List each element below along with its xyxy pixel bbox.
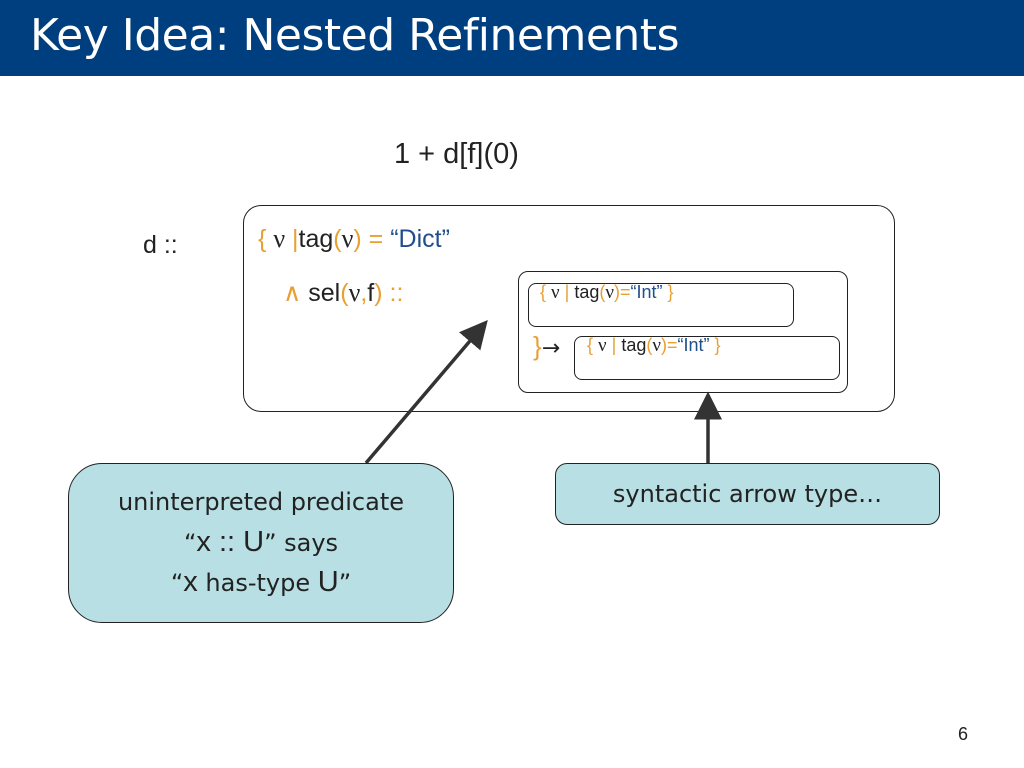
close-quote: ” <box>338 569 352 597</box>
open-quote: “ <box>183 529 197 557</box>
callout-line-1: uninterpreted predicate <box>117 488 405 516</box>
code-x-has-type-u: x :: U <box>196 526 265 558</box>
syntactic-arrow-callout: syntactic arrow type… <box>555 463 940 525</box>
rparen: ) <box>374 279 383 307</box>
nu-symbol: ν <box>551 282 560 303</box>
int-value: “Int” <box>630 282 663 302</box>
left-callout-arrow <box>364 320 488 465</box>
bar-symbol: | <box>292 225 299 253</box>
has-type-colons: :: <box>389 279 404 307</box>
comma: , <box>360 279 368 307</box>
open-brace: { <box>587 335 594 355</box>
says-text: ” says <box>264 529 339 557</box>
input-refinement-box <box>528 283 794 327</box>
output-refinement-box <box>574 336 840 380</box>
brace-arrow: }→ <box>533 331 560 362</box>
f-var: f <box>367 279 375 307</box>
u-var: U <box>317 566 339 598</box>
expression: 1 + d[f](0) <box>394 138 519 170</box>
output-refinement-text: { ν | tag(ν)=“Int” } <box>587 335 721 357</box>
and-symbol: ∧ <box>283 279 302 307</box>
close-brace: } <box>533 331 542 361</box>
lparen: ( <box>599 282 606 302</box>
callout-line-3: “x has-type U” <box>69 566 453 599</box>
lparen: ( <box>333 225 342 253</box>
d-label: d :: <box>143 231 178 259</box>
refinement-line-2: ∧ sel(ν,f) :: <box>283 278 403 308</box>
nu-symbol: ν <box>598 335 607 356</box>
open-quote: “ <box>170 569 184 597</box>
close-brace: } <box>667 282 674 302</box>
dict-value: “Dict” <box>390 225 450 253</box>
input-refinement-text: { ν | tag(ν)=“Int” } <box>540 282 674 304</box>
rparen-equals: )= <box>660 335 678 355</box>
arrow-icon: → <box>541 336 561 361</box>
tag-fn: tag <box>574 282 600 302</box>
rparen: ) <box>353 225 362 253</box>
equals-symbol: = <box>368 225 384 253</box>
open-brace: { <box>540 282 547 302</box>
sel-fn: sel <box>308 279 341 307</box>
callout-line-2: “x :: U” says <box>69 526 453 559</box>
lparen: ( <box>340 279 349 307</box>
bar-symbol: | <box>564 282 570 302</box>
page-number: 6 <box>958 724 969 744</box>
title-bar: Key Idea: Nested Refinements <box>0 0 1024 76</box>
uninterpreted-predicate-callout: uninterpreted predicate “x :: U” says “x… <box>68 463 454 623</box>
nu-symbol-2: ν <box>652 335 661 356</box>
nu-symbol: ν <box>273 224 286 253</box>
int-value: “Int” <box>677 335 710 355</box>
lparen: ( <box>646 335 653 355</box>
rparen-equals: )= <box>613 282 631 302</box>
nu-symbol-2: ν <box>605 282 614 303</box>
nu-symbol-2: ν <box>341 224 354 253</box>
bar-symbol: | <box>611 335 617 355</box>
open-brace: { <box>258 225 267 253</box>
has-type-text: has-type <box>197 569 318 597</box>
tag-fn: tag <box>298 225 334 253</box>
close-brace: } <box>714 335 721 355</box>
refinement-line-1: { ν |tag(ν) = “Dict” <box>258 224 450 254</box>
x-var: x <box>183 566 198 598</box>
slide-title: Key Idea: Nested Refinements <box>30 10 680 61</box>
nu-symbol: ν <box>348 278 361 307</box>
tag-fn: tag <box>621 335 647 355</box>
